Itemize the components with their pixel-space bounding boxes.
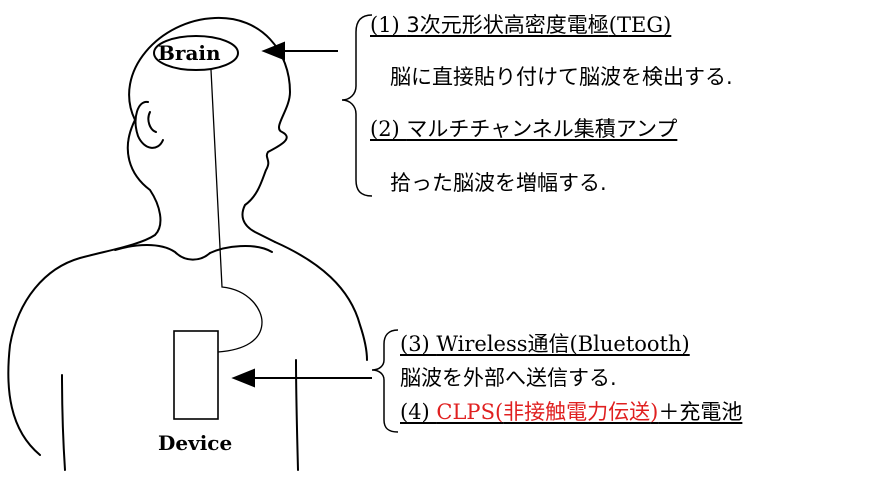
head-outline [128, 16, 291, 243]
item-2-description: 拾った脳波を増幅する. [390, 171, 607, 195]
ear-outline [134, 100, 164, 149]
shoulder-right [274, 241, 368, 361]
device-label: Device [158, 431, 233, 455]
torso-left [61, 374, 66, 471]
device-box [173, 330, 219, 420]
brace-bottom [371, 329, 399, 433]
neck-outline [7, 119, 162, 456]
arrow-head-device [231, 368, 255, 388]
brain-ellipse [153, 35, 239, 71]
item-1-description: 脳に直接貼り付けて脳波を検出する. [390, 65, 733, 89]
item-3-description: 脳波を外部へ送信する. [400, 366, 617, 390]
torso-right [295, 359, 299, 471]
item-1-title: (1) 3次元形状高密度電極(TEG) [370, 13, 672, 37]
electrode-wire [210, 69, 263, 353]
brace-top [341, 14, 373, 197]
item-4-title: (4) CLPS(非接触電力伝送)＋充電池 [400, 400, 743, 424]
item-3-title: (3) Wireless通信(Bluetooth) [400, 332, 690, 356]
collarbone-left [114, 244, 211, 261]
collarbone-right [209, 244, 273, 254]
arrow-head-brain [261, 41, 285, 61]
item-2-title: (2) マルチチャンネル集積アンプ [370, 117, 678, 141]
brain-label: Brain [158, 41, 221, 65]
